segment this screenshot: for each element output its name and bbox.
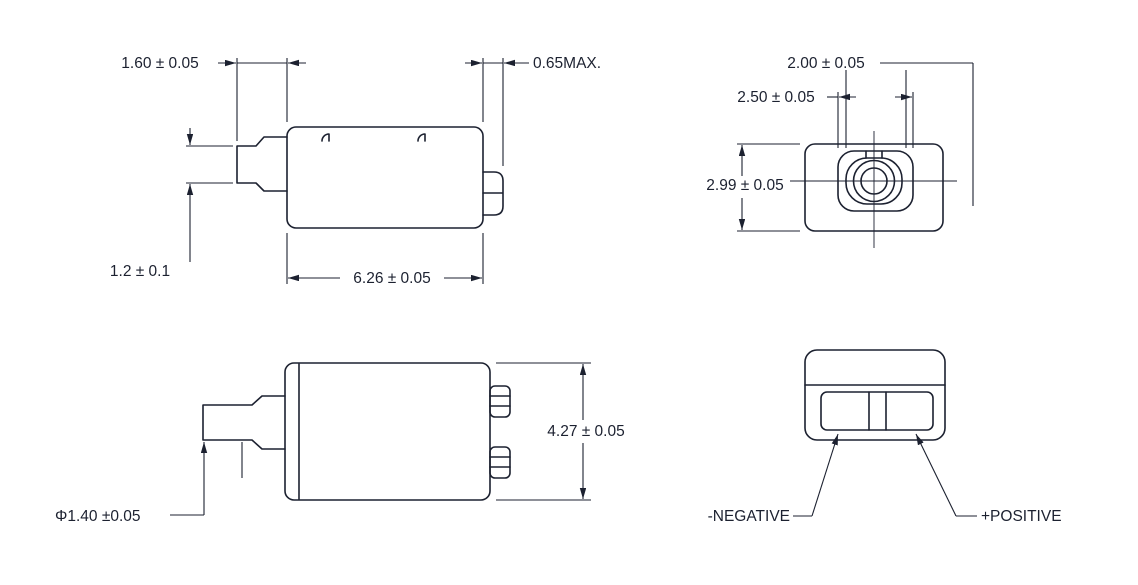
positive-terminal-label: +POSITIVE (981, 508, 1062, 525)
terminal-tab-top (489, 385, 511, 418)
negative-terminal-callout: -NEGATIVE (708, 433, 839, 525)
end-view-front: 2.00 ± 0.05 2.50 ± 0.05 2.99 ± 0.05 (706, 55, 974, 248)
side-view-front: 1.60 ± 0.05 0.65MAX. 1.2 ± 0.1 6.26 ± 0.… (110, 55, 601, 287)
negative-terminal-label: -NEGATIVE (708, 508, 790, 525)
motor-body-outline-bottom (284, 362, 491, 501)
dim-label-body-depth: 4.27 ± 0.05 (547, 423, 624, 440)
dimension-body-depth: 4.27 ± 0.05 (496, 362, 625, 501)
terminal-block (820, 391, 934, 431)
shaft-profile-bottom (202, 395, 286, 450)
dim-label-tab-max: 0.65MAX. (533, 55, 601, 72)
shaft-hole-outer (852, 159, 896, 203)
shaft-hole-inner (860, 167, 888, 195)
motor-body-outline (286, 126, 484, 229)
dimension-shaft-diameter: Φ1.40 ±0.05 (55, 442, 243, 525)
dimension-hole-width: 2.00 ± 0.05 (787, 55, 974, 206)
dim-label-body-height: 2.99 ± 0.05 (706, 177, 783, 194)
dimension-tab-thickness: 0.65MAX. (465, 55, 601, 166)
side-view-bottom: 4.27 ± 0.05 Φ1.40 ±0.05 (55, 362, 625, 525)
dimension-body-height: 2.99 ± 0.05 (706, 143, 800, 232)
terminal-tab-bottom (489, 446, 511, 479)
dim-label-shaft-step: 1.2 ± 0.1 (110, 263, 170, 280)
shaft-profile (236, 136, 288, 192)
bearing-bore (845, 157, 903, 205)
bearing-bracket (837, 150, 914, 212)
dim-label-shaft-length: 1.60 ± 0.05 (121, 55, 198, 72)
end-body-outline-back (804, 349, 946, 441)
dim-label-body-length: 6.26 ± 0.05 (353, 270, 430, 287)
dim-label-shaft-diameter: Φ1.40 ±0.05 (55, 508, 141, 525)
case-notch-mark (417, 133, 426, 142)
end-body-outline (804, 143, 944, 232)
end-view-back: -NEGATIVE +POSITIVE (708, 349, 1062, 525)
dim-label-hole-width: 2.00 ± 0.05 (787, 55, 864, 72)
weight-tab (482, 171, 504, 216)
dimension-shaft-length: 1.60 ± 0.05 (121, 55, 306, 141)
dim-label-bracket-width: 2.50 ± 0.05 (737, 89, 814, 106)
case-notch-mark (321, 133, 330, 142)
dimension-bracket-width: 2.50 ± 0.05 (737, 89, 914, 148)
dimension-body-length: 6.26 ± 0.05 (286, 233, 484, 287)
positive-terminal-callout: +POSITIVE (915, 433, 1062, 525)
dimension-shaft-step: 1.2 ± 0.1 (110, 128, 233, 280)
